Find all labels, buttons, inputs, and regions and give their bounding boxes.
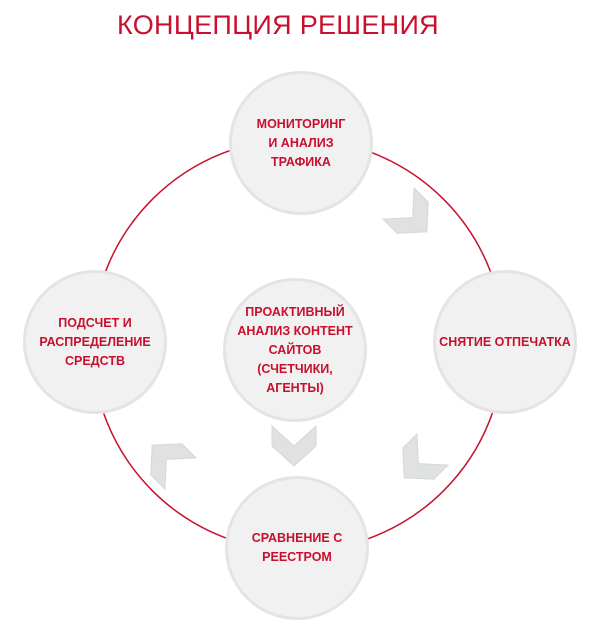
node-traffic-monitoring: МОНИТОРИНГ И АНАЛИЗ ТРАФИКА	[229, 71, 373, 215]
node-fingerprint: СНЯТИЕ ОТПЕЧАТКА	[433, 270, 577, 414]
node-funds-distribution: ПОДСЧЕТ И РАСПРЕДЕЛЕНИЕ СРЕДСТВ	[23, 270, 167, 414]
diagram-title: КОНЦЕПЦИЯ РЕШЕНИЯ	[117, 10, 439, 40]
node-proactive-analysis: ПРОАКТИВНЫЙ АНАЛИЗ КОНТЕНТ САЙТОВ (СЧЕТЧ…	[223, 278, 367, 422]
chevron-up-left-icon	[150, 443, 198, 491]
node-label: МОНИТОРИНГ И АНАЛИЗ ТРАФИКА	[256, 116, 346, 169]
node-label: СРАВНЕНИЕ С РЕЕСТРОМ	[251, 531, 343, 564]
chevron-down-left-icon	[402, 432, 450, 480]
node-label: СНЯТИЕ ОТПЕЧАТКА	[439, 334, 571, 349]
node-label: ПОДСЧЕТ И РАСПРЕДЕЛЕНИЕ СРЕДСТВ	[39, 315, 151, 368]
chevron-down-right-icon	[381, 186, 429, 234]
chevron-down-icon	[271, 424, 317, 467]
node-label: ПРОАКТИВНЫЙ АНАЛИЗ КОНТЕНТ САЙТОВ (СЧЕТЧ…	[237, 304, 353, 395]
node-registry-compare: СРАВНЕНИЕ С РЕЕСТРОМ	[225, 476, 369, 620]
